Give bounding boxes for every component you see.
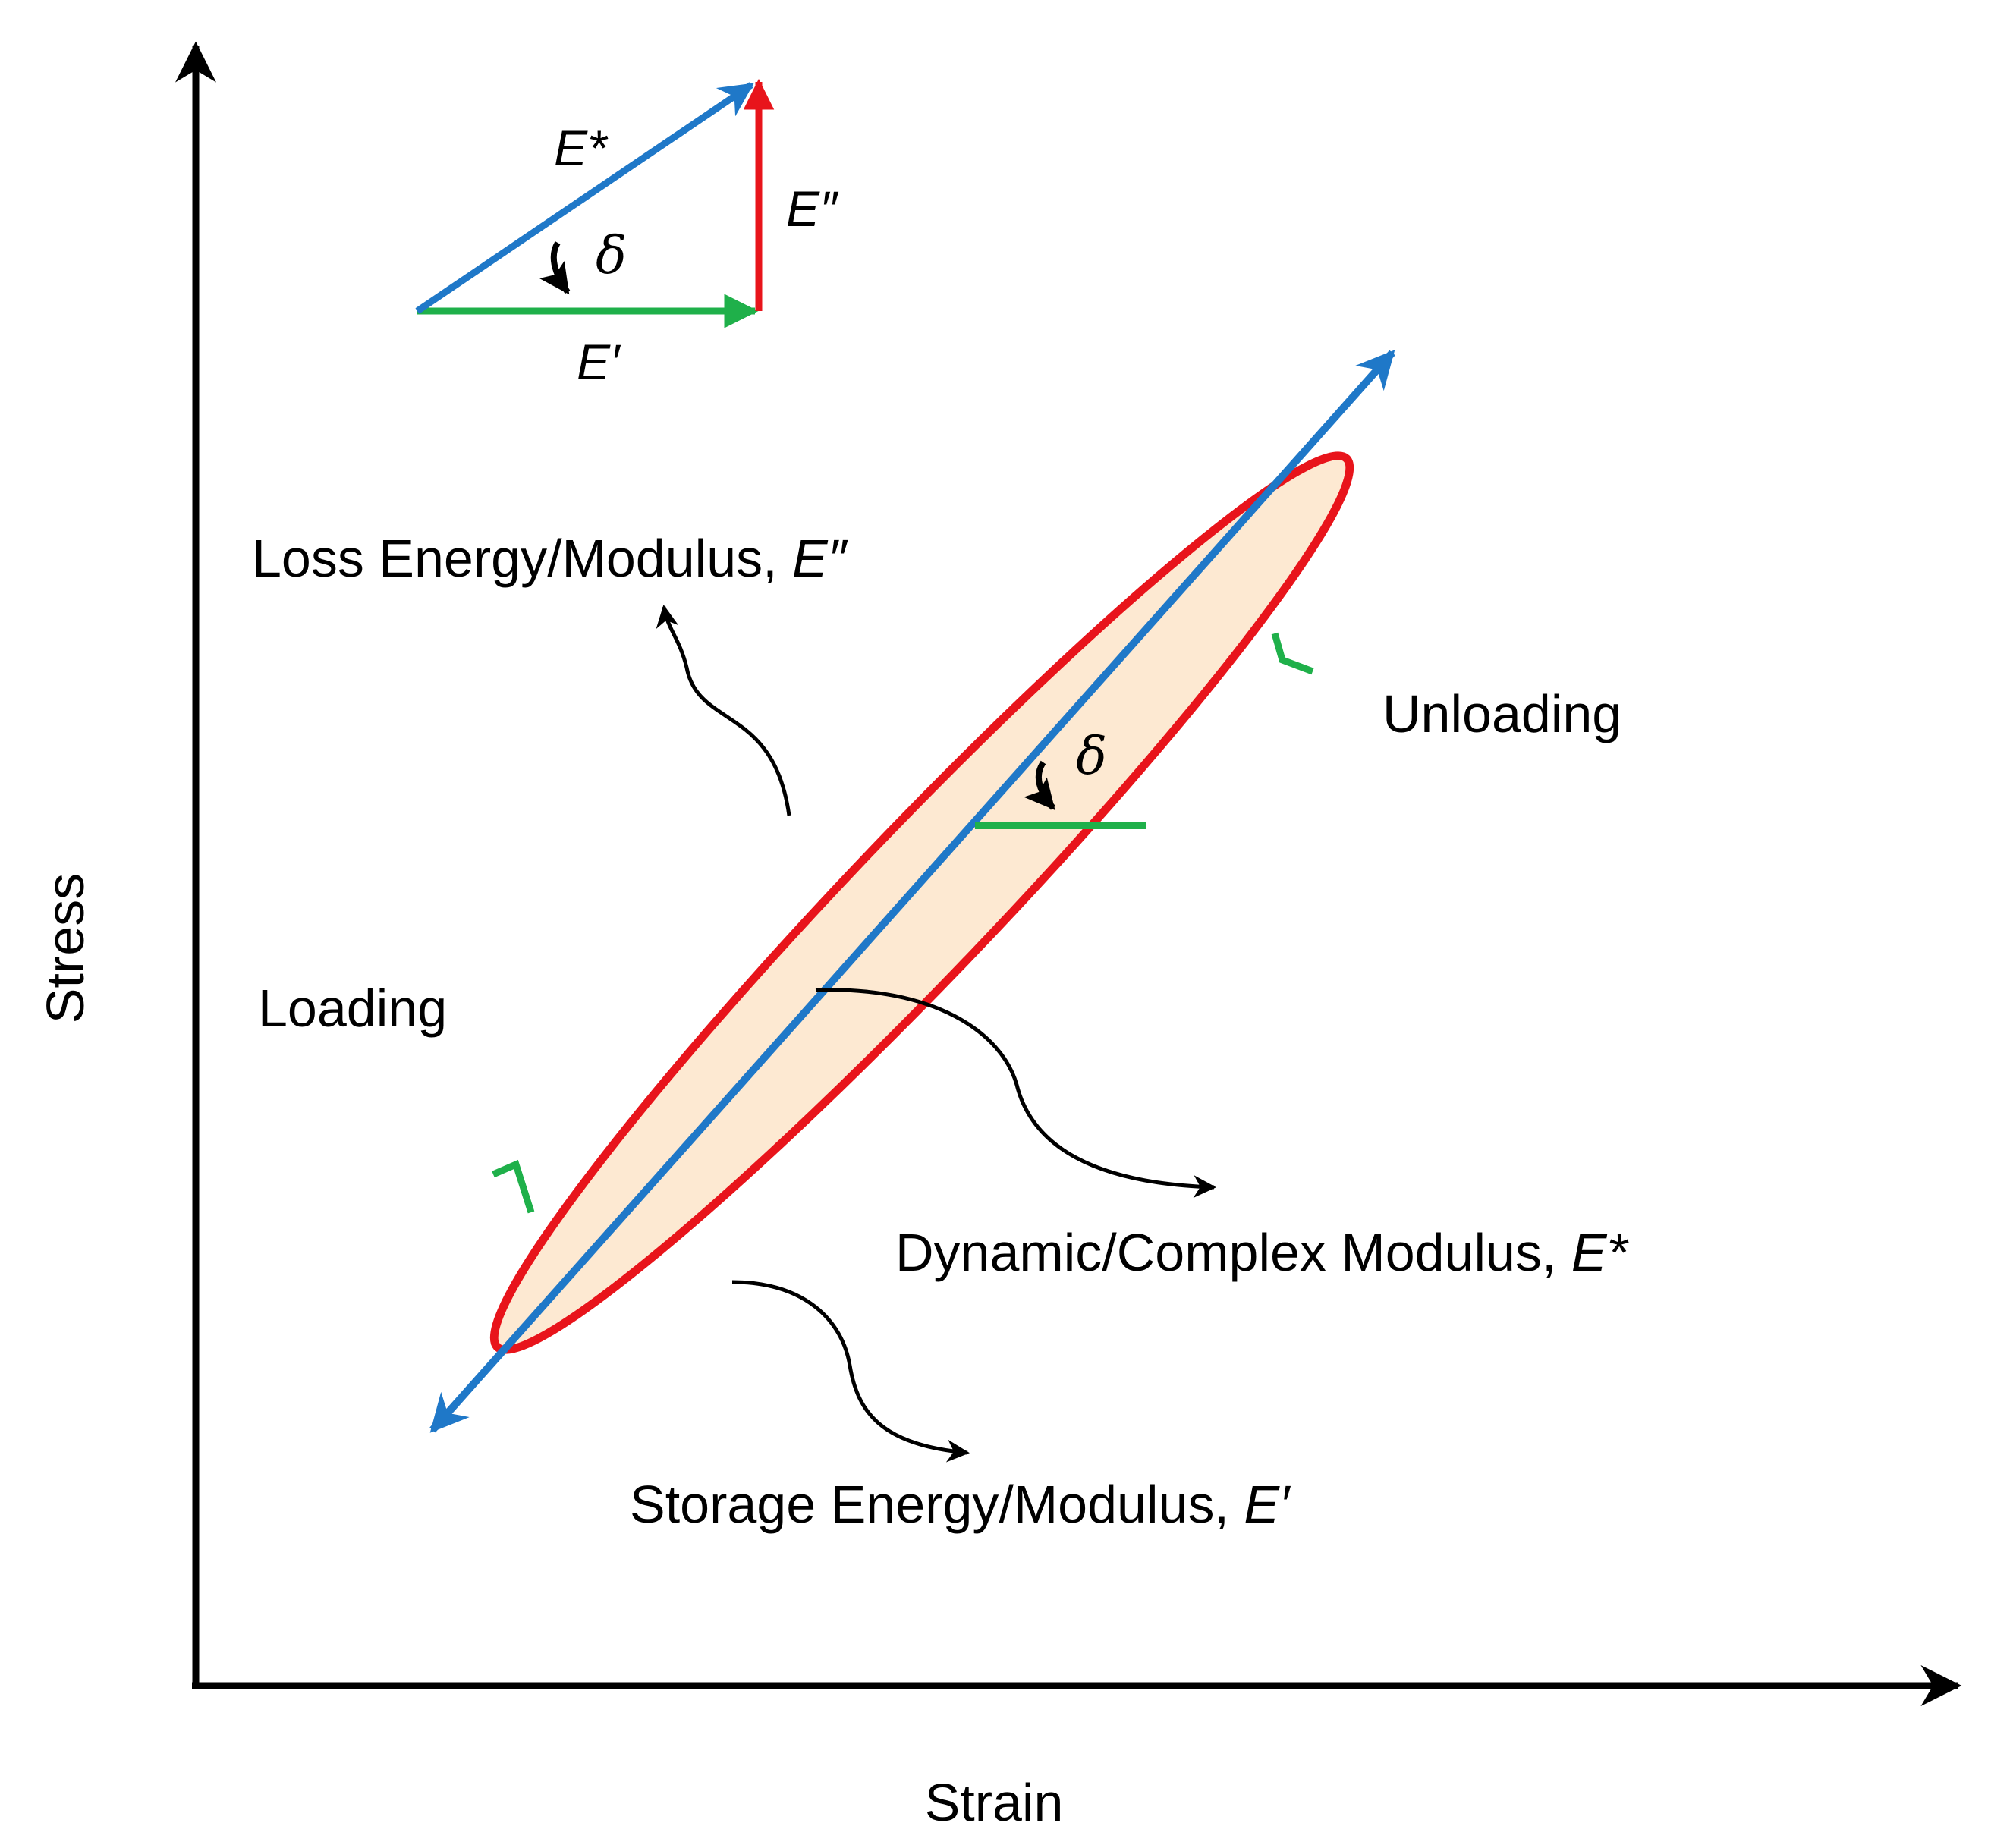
y-axis-label: Stress: [36, 873, 95, 1023]
loss-modulus-symbol: E″: [792, 529, 848, 588]
loading-label: Loading: [258, 979, 447, 1038]
storage-modulus-text: Storage Energy/Modulus,: [630, 1475, 1244, 1534]
loss-modulus-text: Loss Energy/Modulus,: [252, 529, 792, 588]
storage-modulus-pointer-arrow: [731, 1280, 970, 1463]
storage-modulus-symbol: E′: [1244, 1475, 1291, 1534]
x-axis-label: Strain: [925, 1773, 1064, 1832]
delta-label-inset: δ: [596, 226, 627, 286]
complex-modulus-annotation: Dynamic/Complex Modulus, E*: [895, 1223, 1630, 1282]
storage-vector-label: E′: [577, 334, 621, 390]
loss-modulus-pointer-arrow: [656, 605, 791, 816]
loss-modulus-annotation: Loss Energy/Modulus, E″: [252, 529, 848, 588]
complex-modulus-symbol: E*: [1571, 1223, 1630, 1282]
complex-modulus-text: Dynamic/Complex Modulus,: [895, 1223, 1571, 1282]
delta-angle-arrow-loop: [1024, 760, 1056, 811]
unloading-direction-chevron: [1271, 632, 1314, 675]
complex-vector-label: E*: [554, 120, 609, 176]
delta-angle-arrow-inset: [539, 240, 571, 295]
complex-modulus-pointer-arrow: [815, 988, 1216, 1199]
complex-modulus-double-arrow: [429, 350, 1395, 1433]
loading-direction-chevron: [492, 1159, 535, 1214]
storage-modulus-annotation: Storage Energy/Modulus, E′: [630, 1475, 1291, 1534]
loss-vector-label: E″: [786, 181, 839, 237]
unloading-label: Unloading: [1382, 684, 1621, 743]
delta-label-loop: δ: [1076, 727, 1107, 787]
complex-vector-arrow: [415, 82, 754, 314]
